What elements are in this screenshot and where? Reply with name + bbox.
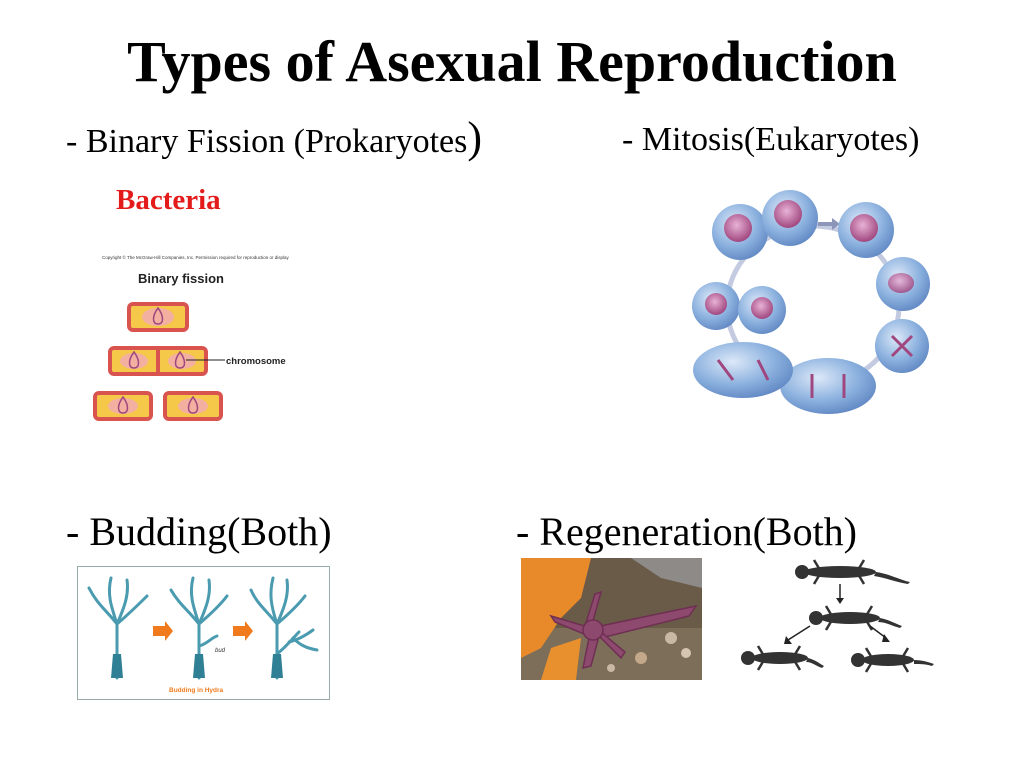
mitosis-cell-dividing: [780, 358, 876, 414]
bacterium-cell: [127, 302, 189, 332]
budding-caption: Budding in Hydra: [169, 687, 224, 694]
salamander-right: [851, 647, 934, 673]
slide-title: Types of Asexual Reproduction: [127, 29, 897, 94]
hydra-1-base: [111, 654, 123, 678]
mitosis-heading: - Mitosis(Eukaryotes): [622, 121, 920, 158]
salamander-middle: [809, 605, 902, 631]
binary-fission-heading: - Binary Fission (Prokaryotes): [66, 116, 482, 162]
daughter-cell-right: [163, 391, 223, 421]
hydra-3-base: [271, 654, 283, 678]
budding-hydra-figure: bud Budding in Hydra: [77, 566, 330, 700]
salamander-regeneration-figure: [741, 559, 934, 673]
daughter-cell-left: [93, 391, 153, 421]
arrow-left: [787, 625, 811, 641]
arrow-1: [153, 621, 173, 641]
chromosome-label: chromosome: [226, 356, 286, 367]
binary-fission-heading-paren: ): [467, 113, 483, 162]
binary-fission-heading-text: - Binary Fission (Prokaryotes: [66, 123, 468, 160]
orange-sponge: [521, 558, 591, 658]
binary-fission-figure: Copyright © The McGraw-Hill Companies, I…: [93, 254, 290, 421]
figure-copyright: Copyright © The McGraw-Hill Companies, I…: [102, 254, 290, 260]
bacteria-label: Bacteria: [116, 184, 221, 216]
mitosis-cell: [838, 202, 894, 258]
arrow-right: [869, 625, 887, 639]
regeneration-heading: - Regeneration(Both): [516, 509, 857, 554]
mitosis-cell-dividing: [693, 342, 793, 398]
daughter-cells: [692, 282, 786, 334]
arrow-2: [233, 621, 253, 641]
salamander-whole: [795, 559, 910, 585]
budding-heading: - Budding(Both): [66, 509, 332, 554]
starfish: [549, 590, 698, 670]
starfish-photo: [521, 558, 702, 680]
mitosis-cycle-figure: [692, 190, 930, 414]
mitosis-cell: [875, 319, 929, 373]
mitosis-cell: [712, 204, 768, 260]
hydra-2-base: [193, 654, 205, 678]
binary-fission-figure-title: Binary fission: [138, 271, 224, 286]
mitosis-cell: [762, 190, 818, 246]
cycle-arrow-head: [832, 218, 840, 230]
salamander-left: [741, 645, 824, 671]
mitosis-cell: [876, 257, 930, 311]
bud-label: bud: [215, 648, 226, 654]
dividing-bacterium-cell: [108, 346, 208, 376]
